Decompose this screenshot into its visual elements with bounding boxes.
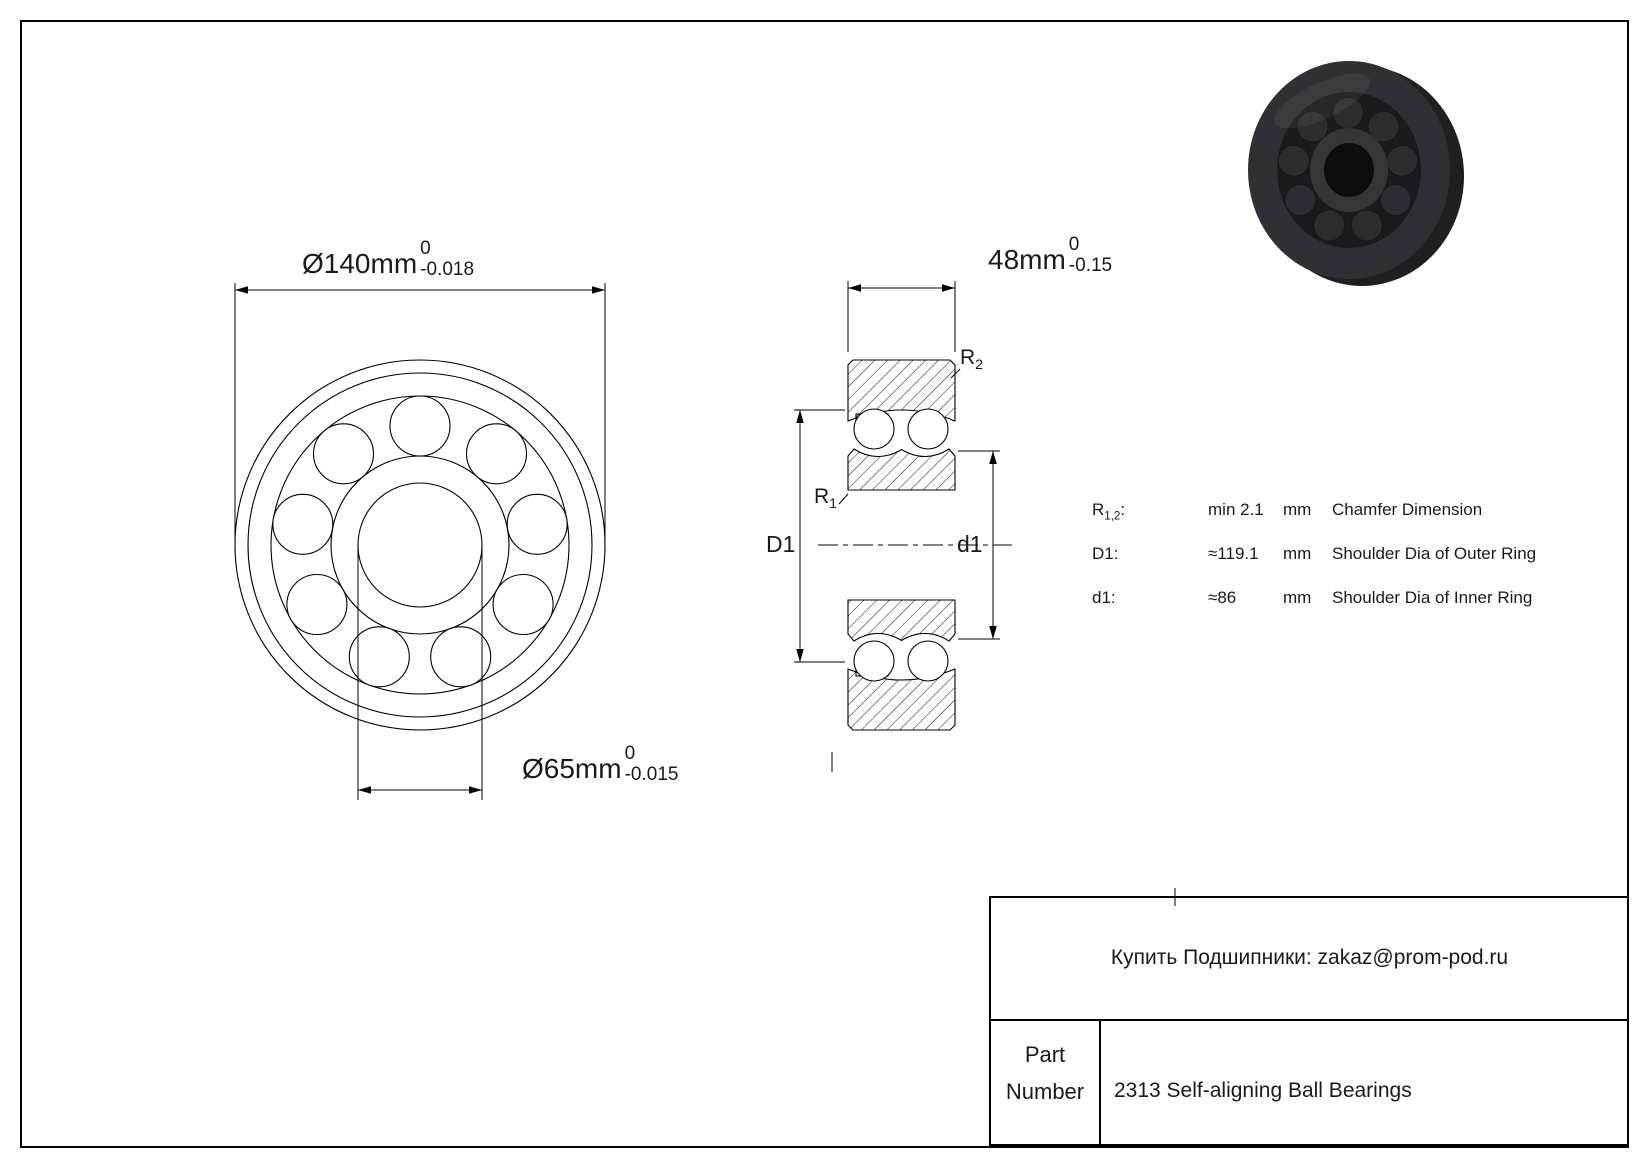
tolerance-upper: 0 — [420, 238, 431, 259]
bearing-photo — [1248, 61, 1464, 286]
bore-circle — [357, 482, 483, 608]
dimensions-section — [794, 281, 1000, 663]
label-r2: R2 — [960, 346, 984, 374]
spec-value: min 2.1 — [1208, 500, 1264, 519]
dim-outer-diameter-value: Ø140mm — [302, 248, 418, 279]
r1-leader-line — [838, 493, 849, 505]
title-block-frame — [989, 896, 1629, 1146]
tolerance-upper: 0 — [1068, 234, 1080, 255]
dim-width-value: 48mm — [988, 244, 1066, 275]
dimensions-front — [234, 283, 606, 800]
tolerance-upper: 0 — [624, 743, 636, 764]
spec-desc: Chamfer Dimension — [1332, 500, 1483, 519]
dim-bore-diameter: Ø65mm 0 -0.015 — [522, 743, 678, 785]
spec-row-inner-shoulder: d1: ≈86 mm Shoulder Dia of Inner Ring — [1092, 588, 1572, 610]
spec-unit: mm — [1283, 500, 1312, 519]
part-number-label: Part Number — [1005, 1042, 1085, 1104]
tolerance-lower: -0.15 — [1068, 255, 1113, 276]
outer-ring-section-top — [847, 359, 956, 422]
dim-bore-diameter-tolerance: 0 -0.015 — [625, 743, 679, 785]
spec-param: D1: — [1092, 544, 1119, 563]
section-balls — [853, 408, 949, 682]
page-border — [20, 20, 1629, 1148]
r2-leader-line — [950, 368, 961, 379]
dim-outer-diameter: Ø140mm 0 -0.018 — [302, 238, 474, 280]
spec-unit: mm — [1283, 544, 1312, 563]
front-view — [234, 359, 606, 731]
spec-row-chamfer: R1,2: min 2.1 mm Chamfer Dimension — [1092, 500, 1572, 522]
outer-ring-chamfer-circle — [247, 372, 593, 718]
tolerance-lower: -0.015 — [624, 764, 679, 785]
spec-value: ≈119.1 — [1208, 544, 1259, 563]
spec-param: R1,2: — [1092, 500, 1126, 523]
inner-ring-section-bottom — [847, 599, 956, 642]
contact-line: Купить Подшипники: zakaz@prom-pod.ru — [1110, 946, 1509, 969]
outer-ring-section-bottom — [847, 668, 956, 731]
dim-outer-diameter-tolerance: 0 -0.018 — [420, 238, 474, 280]
dim-bore-diameter-value: Ø65mm — [522, 753, 622, 784]
part-number-value: 2313 Self-aligning Ball Bearings — [1114, 1079, 1412, 1102]
label-inner-shoulder-d1: d1 — [957, 531, 983, 557]
tolerance-lower: -0.018 — [420, 259, 475, 280]
spec-desc: Shoulder Dia of Outer Ring — [1332, 544, 1537, 563]
bearing-photo-balls — [1277, 97, 1419, 242]
label-outer-shoulder-d1: D1 — [766, 531, 796, 557]
spec-value: ≈86 — [1208, 588, 1237, 607]
dim-width: 48mm 0 -0.15 — [988, 234, 1112, 276]
front-view-balls — [272, 395, 568, 688]
section-view — [818, 359, 1012, 731]
inner-ring-section-top — [847, 448, 956, 491]
dim-width-tolerance: 0 -0.15 — [1069, 234, 1112, 276]
label-r1: R1 — [814, 485, 838, 513]
spec-unit: mm — [1283, 588, 1312, 607]
spec-param: d1: — [1092, 588, 1116, 607]
spec-desc: Shoulder Dia of Inner Ring — [1332, 588, 1533, 607]
spec-row-outer-shoulder: D1: ≈119.1 mm Shoulder Dia of Outer Ring — [1092, 544, 1572, 566]
